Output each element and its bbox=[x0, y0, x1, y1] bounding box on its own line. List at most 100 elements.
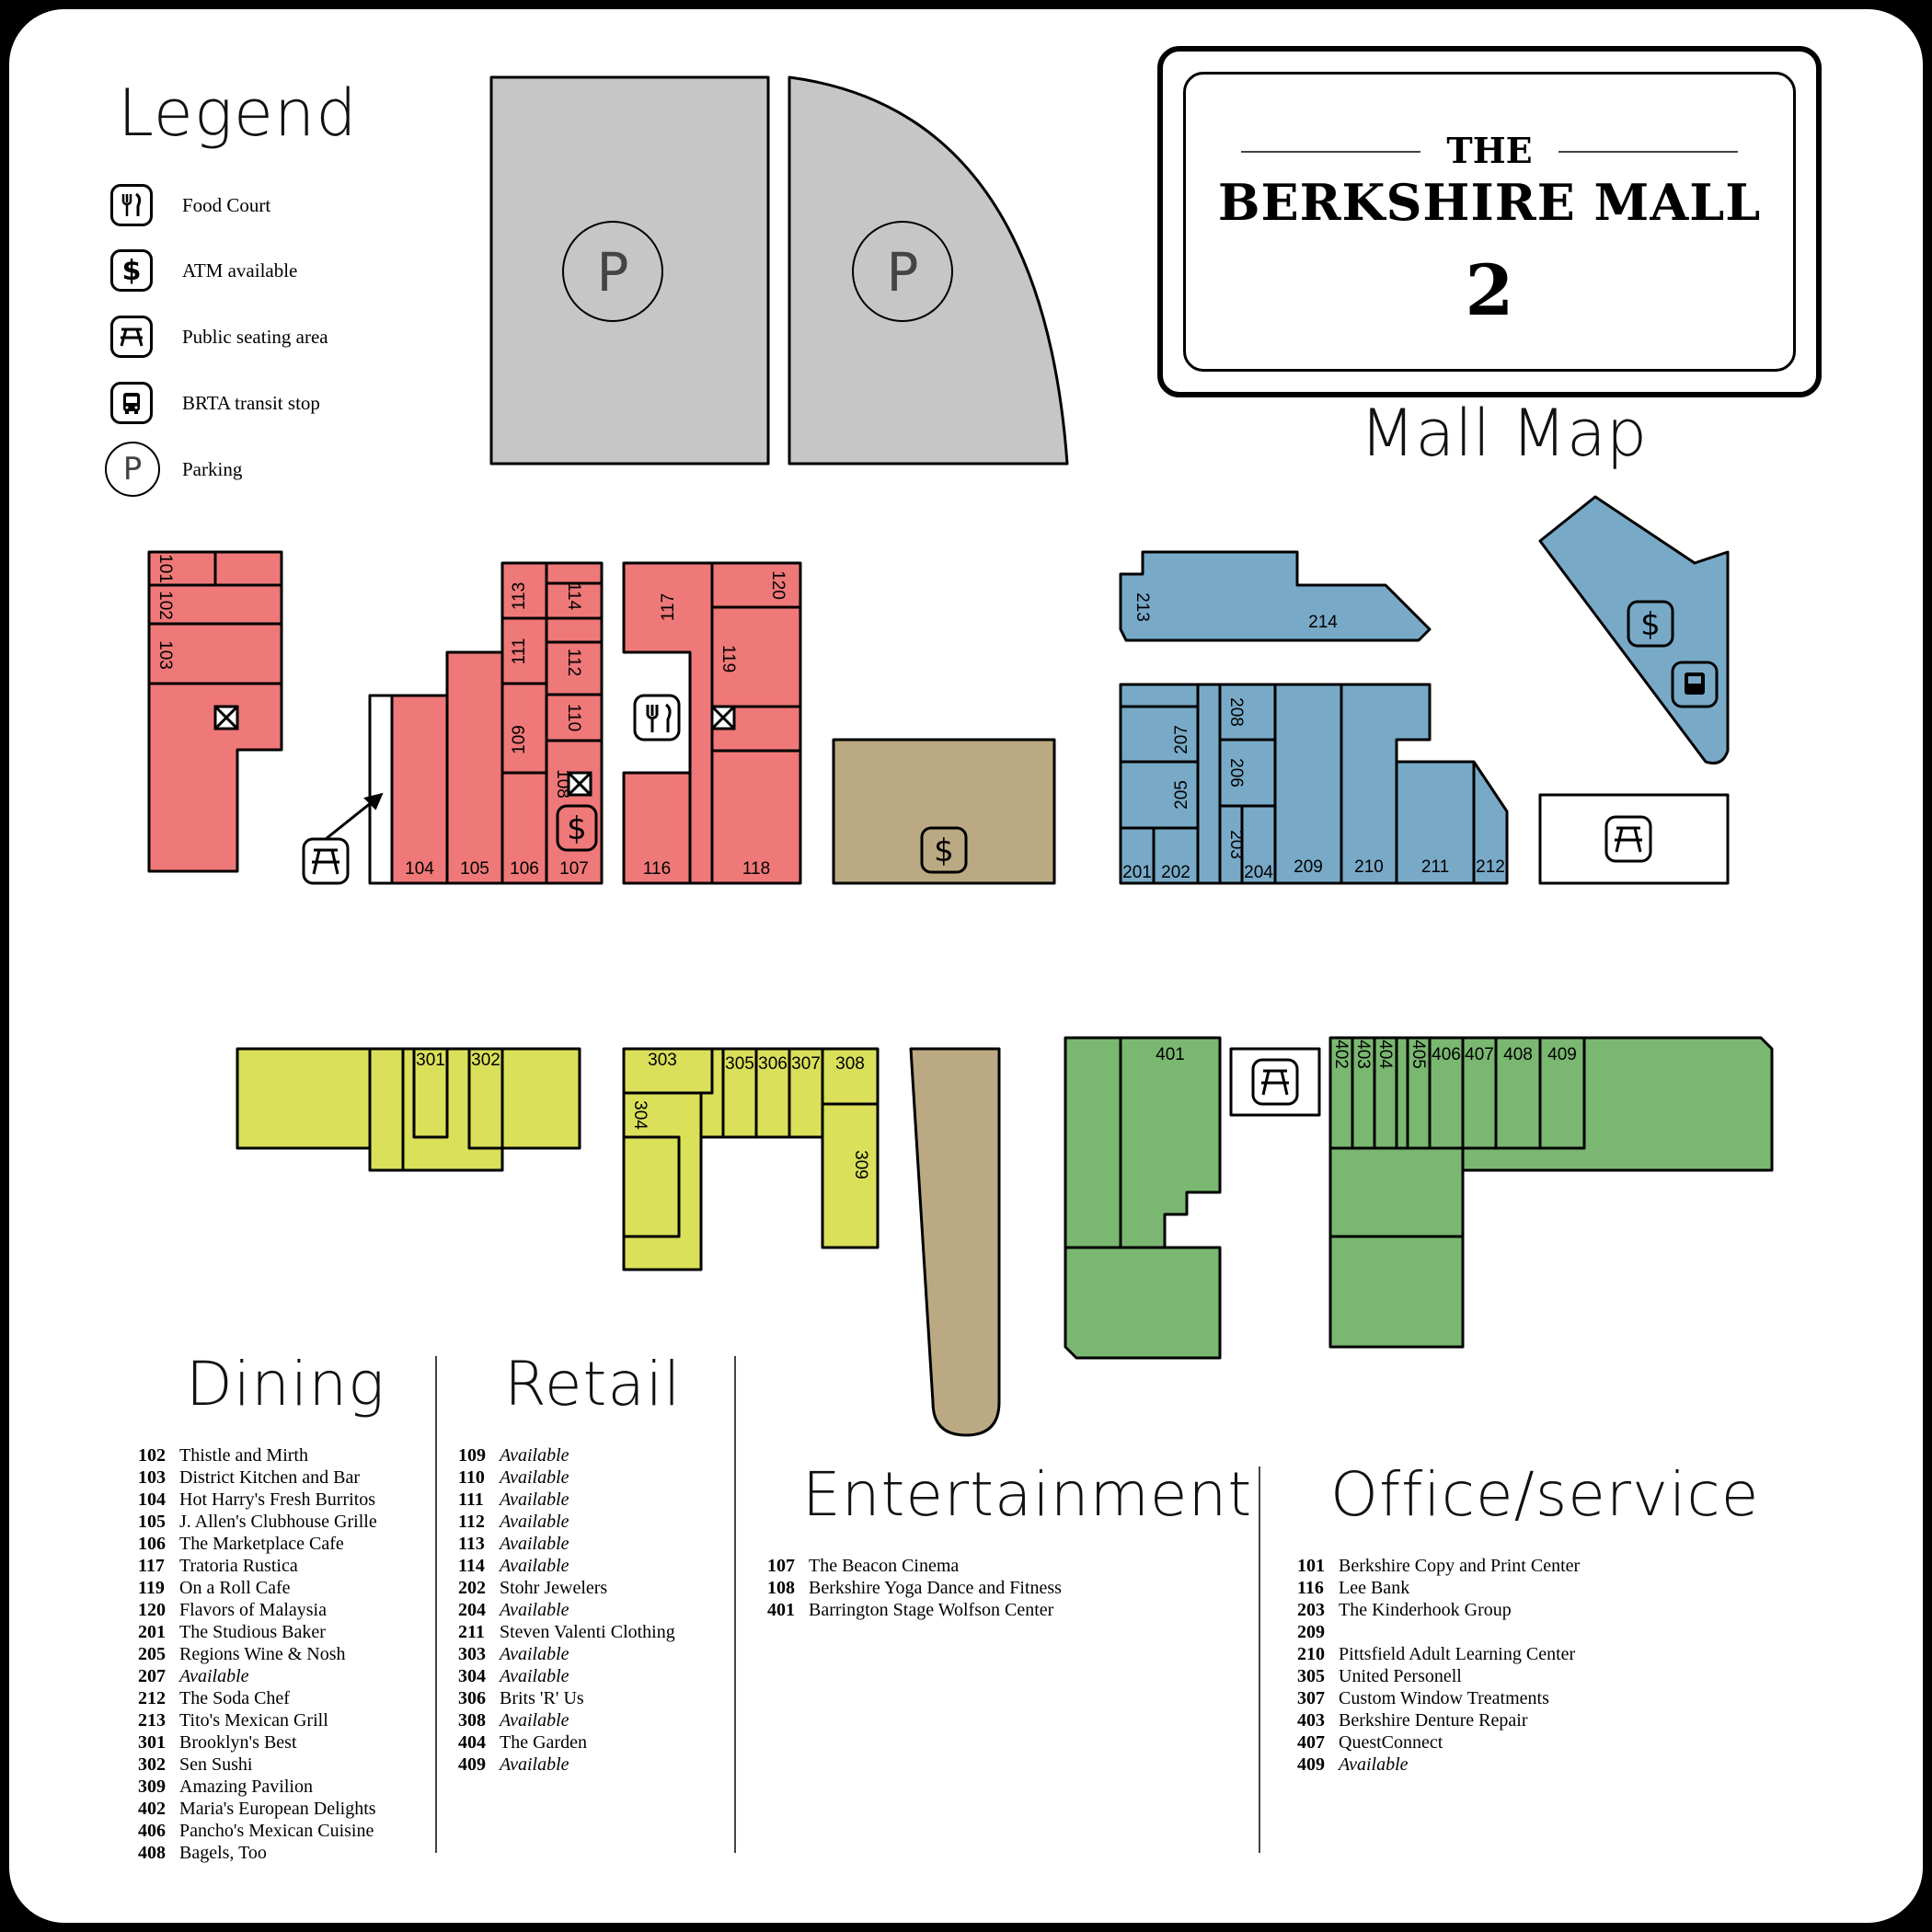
unit-label: 204 bbox=[1244, 863, 1273, 882]
tenant-name: Available bbox=[500, 1754, 569, 1775]
tenant-name: Berkshire Yoga Dance and Fitness bbox=[809, 1578, 1062, 1598]
unit-label: 209 bbox=[1294, 857, 1323, 877]
parking-glyph: P bbox=[597, 241, 629, 304]
unit-number: 408 bbox=[138, 1843, 166, 1863]
unit-label: 112 bbox=[564, 649, 583, 676]
unit-label: 406 bbox=[1432, 1045, 1461, 1064]
unit-number: 403 bbox=[1297, 1710, 1325, 1731]
tenant-name: Steven Valenti Clothing bbox=[500, 1622, 675, 1642]
fork-knife-icon bbox=[633, 694, 681, 742]
dollar-icon bbox=[920, 826, 968, 874]
tenant-name: Barrington Stage Wolfson Center bbox=[809, 1600, 1054, 1620]
unit-label: 107 bbox=[559, 859, 589, 879]
office-title: Office/service bbox=[1330, 1459, 1760, 1530]
bus-icon bbox=[110, 382, 153, 424]
unit-number: 308 bbox=[458, 1710, 486, 1731]
tenant-name: Stohr Jewelers bbox=[500, 1578, 608, 1598]
tenant-name: Available bbox=[500, 1666, 569, 1686]
list-item: 406 Pancho's Mexican Cuisine bbox=[138, 1820, 377, 1842]
tenant-name: The Garden bbox=[500, 1732, 587, 1753]
unit-number: 305 bbox=[1297, 1666, 1325, 1686]
tenant-name: Berkshire Denture Repair bbox=[1339, 1710, 1528, 1731]
unit-label: 104 bbox=[405, 859, 434, 879]
building-block-transit bbox=[1538, 495, 1730, 765]
storage-icon bbox=[567, 771, 592, 797]
tenant-name: On a Roll Cafe bbox=[179, 1578, 291, 1598]
legend-item-seating: Public seating area bbox=[110, 311, 328, 362]
legend-item-transit: BRTA transit stop bbox=[110, 377, 320, 429]
title-the: THE bbox=[1446, 130, 1533, 171]
tenant-name: Pancho's Mexican Cuisine bbox=[179, 1821, 374, 1841]
tenant-name: Amazing Pavilion bbox=[179, 1777, 313, 1797]
unit-number: 203 bbox=[1297, 1600, 1325, 1620]
unit-number: 108 bbox=[767, 1578, 795, 1598]
parking-glyph: P bbox=[887, 241, 919, 304]
storage-icon bbox=[213, 705, 239, 730]
unit-label: 110 bbox=[564, 704, 583, 731]
list-item: 211 Steven Valenti Clothing bbox=[458, 1621, 675, 1643]
storage-icon-cross bbox=[213, 705, 239, 730]
unit-number: 304 bbox=[458, 1666, 486, 1686]
dollar-glyph: $ bbox=[1640, 606, 1661, 643]
legend-label: ATM available bbox=[182, 259, 298, 282]
tenant-name: Brooklyn's Best bbox=[179, 1732, 297, 1753]
unit-divider bbox=[624, 1049, 714, 1095]
legend-item-food-court: Food Court bbox=[110, 179, 270, 231]
anchor-store bbox=[832, 738, 1056, 885]
building-block-116-120 bbox=[622, 561, 802, 885]
unit-label: 114 bbox=[564, 582, 583, 611]
dollar-glyph: $ bbox=[567, 811, 587, 847]
unit-label: 407 bbox=[1465, 1045, 1494, 1064]
bus-glyph bbox=[1685, 673, 1705, 695]
unit-number: 213 bbox=[138, 1710, 166, 1731]
unit-number: 212 bbox=[138, 1688, 166, 1708]
parking-glyph: P bbox=[122, 451, 143, 488]
unit-label: 401 bbox=[1156, 1045, 1185, 1064]
unit-label: 208 bbox=[1226, 697, 1246, 727]
title-inner-frame: THE BERKSHIRE MALL 2 bbox=[1183, 72, 1796, 372]
building-block-104-114 bbox=[390, 561, 604, 885]
tenant-name: Thistle and Mirth bbox=[179, 1445, 308, 1466]
unit-label: 102 bbox=[155, 591, 175, 620]
unit-label: 120 bbox=[768, 570, 788, 600]
unit-label: 207 bbox=[1172, 725, 1191, 754]
unit-label: 109 bbox=[510, 725, 529, 754]
fork-knife-icon bbox=[110, 184, 153, 226]
unit-divider bbox=[412, 1049, 449, 1139]
tenant-name: Sen Sushi bbox=[179, 1754, 253, 1775]
unit-number: 211 bbox=[458, 1622, 485, 1642]
unit-number: 117 bbox=[138, 1556, 165, 1576]
tenant-name: Available bbox=[179, 1666, 249, 1686]
unit-number: 116 bbox=[1297, 1578, 1324, 1598]
storage-icon-cross bbox=[567, 771, 592, 797]
legend-label: Food Court bbox=[182, 193, 271, 216]
unit-number: 202 bbox=[458, 1578, 486, 1598]
unit-label: 106 bbox=[510, 859, 539, 879]
unit-label: 211 bbox=[1421, 857, 1449, 877]
unit-label: 101 bbox=[155, 554, 175, 583]
tenant-name: Available bbox=[500, 1467, 569, 1488]
mall-map-subtitle: Mall Map bbox=[1360, 396, 1648, 471]
dollar-icon: $ bbox=[110, 249, 153, 292]
unit-number: 204 bbox=[458, 1600, 486, 1620]
unit-label: 405 bbox=[1409, 1040, 1428, 1069]
building-block-201-212 bbox=[1119, 683, 1509, 885]
entertainment-corridor bbox=[909, 1047, 1001, 1437]
unit-label: 205 bbox=[1172, 780, 1191, 810]
unit-label: 309 bbox=[851, 1150, 870, 1179]
unit-number: 406 bbox=[138, 1821, 166, 1841]
